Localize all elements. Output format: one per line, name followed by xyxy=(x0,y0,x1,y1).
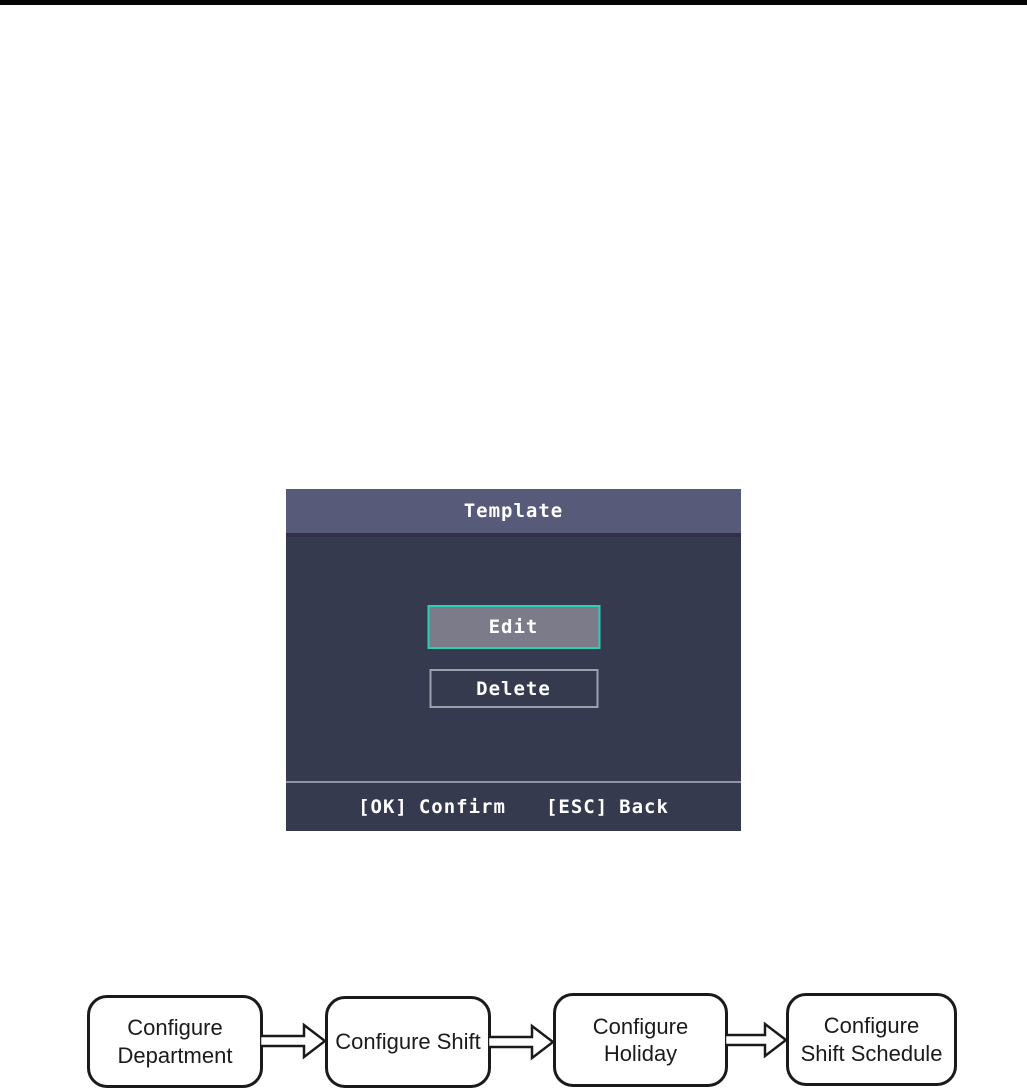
step-label-line: Department xyxy=(117,1042,233,1068)
ok-key-label: [OK] xyxy=(358,796,408,818)
esc-key-label: [ESC] xyxy=(545,796,609,818)
page-top-rule xyxy=(0,0,1027,5)
device-screenshot: Template Edit Delete [OK] Confirm [ESC] … xyxy=(286,489,741,831)
flowchart-step-configure-holiday: Configure Holiday xyxy=(553,993,728,1087)
step-label-line: Configure xyxy=(127,1015,223,1040)
edit-button-label: Edit xyxy=(488,616,539,638)
screen-title-bar: Template xyxy=(286,489,741,537)
step-label-line: Configure Shift xyxy=(335,1029,481,1055)
hint-esc: [ESC] Back xyxy=(546,796,669,818)
step-label-line: Shift Schedule xyxy=(800,1040,943,1066)
flowchart-step-configure-shift-schedule: Configure Shift Schedule xyxy=(786,993,957,1086)
flowchart-step-configure-department: Configure Department xyxy=(87,995,263,1088)
ok-action-label: Confirm xyxy=(418,796,506,818)
step-label-line: Holiday xyxy=(603,1041,678,1066)
flow-arrow-icon xyxy=(260,1022,326,1060)
esc-action-label: Back xyxy=(619,796,669,818)
footer-hints: [OK] Confirm [ESC] Back xyxy=(286,783,741,831)
screen-title: Template xyxy=(463,500,564,522)
step-label-line: Configure xyxy=(823,1013,920,1038)
edit-button[interactable]: Edit xyxy=(427,605,600,649)
flow-arrow-icon xyxy=(488,1023,554,1061)
step-label-line: Configure xyxy=(592,1013,689,1039)
delete-button-label: Delete xyxy=(476,677,551,700)
flowchart-step-configure-shift: Configure Shift xyxy=(325,996,491,1088)
footer-divider xyxy=(286,781,741,783)
hint-ok: [OK] Confirm xyxy=(358,796,506,818)
delete-button[interactable]: Delete xyxy=(429,669,598,708)
flow-arrow-icon xyxy=(725,1021,787,1059)
